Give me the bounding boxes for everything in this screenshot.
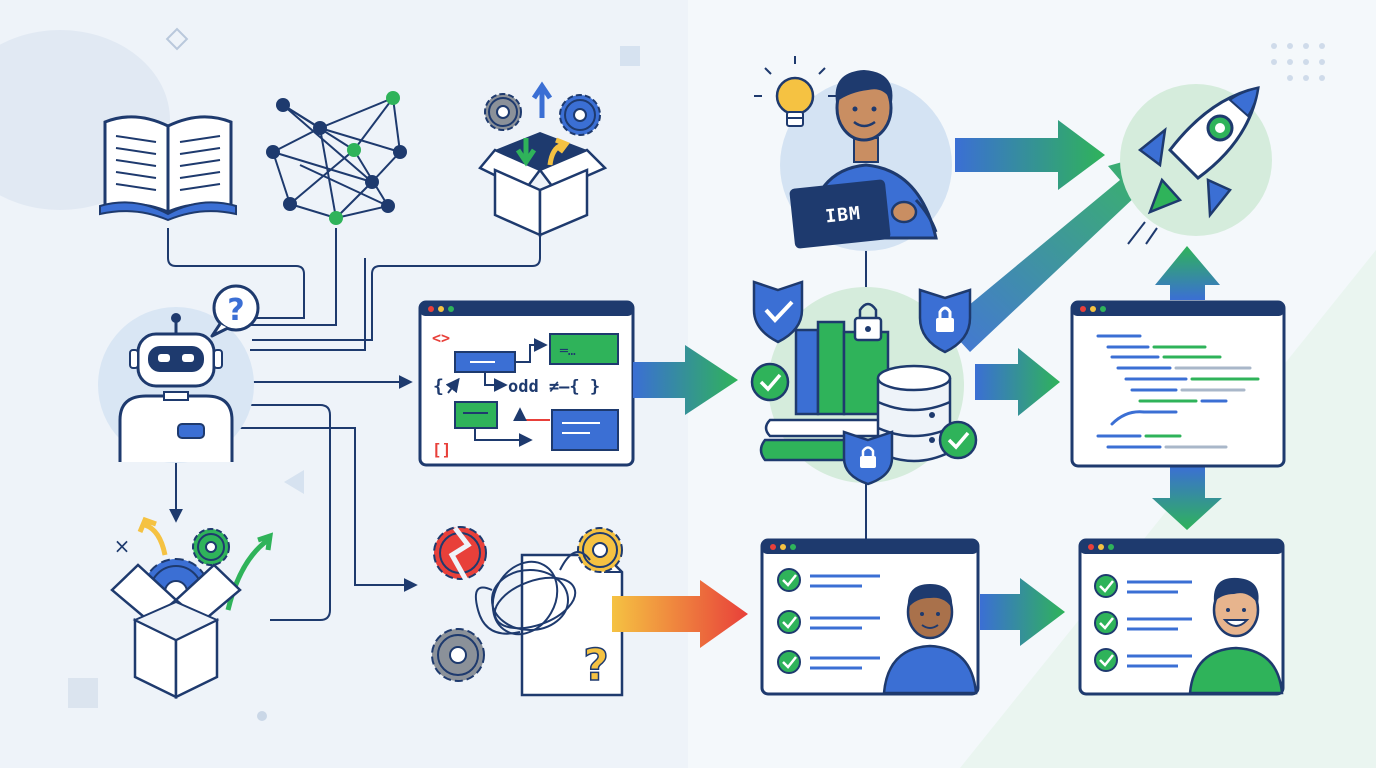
question-bubble: ? [210,284,260,338]
person-with-ibm-badge: IBM [754,56,952,251]
check-circle-icon [750,362,790,402]
gear-icon [577,527,623,573]
tangled-process-icon: ? [431,526,624,697]
reviewer-avatar [882,584,978,695]
tangle-scribble [474,551,591,636]
approver-avatar [1188,577,1284,695]
question-mark: ? [227,293,244,328]
checklist [777,568,880,674]
broken-gear-icon [433,526,487,582]
arrow-to-editor [975,348,1060,416]
lightbulb-icon [754,56,836,127]
left-brace-glyph: { [433,376,444,397]
arrow-to-rocket [955,120,1105,190]
open-book-icon [99,115,237,222]
arrow-warm-to-review [612,580,748,648]
gear-box-icon-large: × [110,516,274,700]
checklist-person-window-icon [760,538,980,696]
shield-lock-icon [842,430,894,486]
arrow-to-secure-data [633,345,738,415]
ellipsis-glyph: ═… [559,344,576,359]
gear-box-icon [478,81,608,237]
shield-check-icon [752,280,804,344]
arrow-down-to-approved [1152,466,1222,530]
gear-icon [431,628,485,682]
gear-icon [484,93,522,131]
bg-dot [257,711,267,721]
ibm-logo-text: IBM [824,203,862,228]
approved-checklist-window-icon [1078,538,1285,696]
code-window-icon: <> ═… { odd ≠–{ } [] [418,300,635,467]
question-mark-large: ? [583,640,609,691]
arrow-review-to-approved [980,578,1065,646]
code-editor-icon [1070,300,1286,468]
connector-lines [167,228,867,621]
close-mark: × [114,534,131,558]
checklist [1094,574,1192,672]
odd-expression: odd ≠–{ } [508,377,600,397]
check-circle-icon [938,420,978,460]
gear-icon [559,94,601,136]
bg-diamond [165,27,189,51]
bg-square-2 [68,678,98,708]
rocket-icon [1120,84,1272,245]
robot-icon: ? [98,284,260,463]
open-tag-glyph: <> [432,329,450,347]
arrow-diagonal-to-rocket [945,150,1165,352]
gear-icon [192,528,230,566]
arrow-up-to-rocket [1155,246,1220,300]
secure-data-icon [750,280,978,486]
bg-triangle [284,470,304,494]
bg-square [620,46,640,66]
shield-lock-icon [918,288,972,354]
network-graph-icon [266,91,407,225]
bracket-glyph: [] [432,440,451,459]
padlock-icon [853,302,883,342]
bg-dot-grid [1271,43,1325,81]
